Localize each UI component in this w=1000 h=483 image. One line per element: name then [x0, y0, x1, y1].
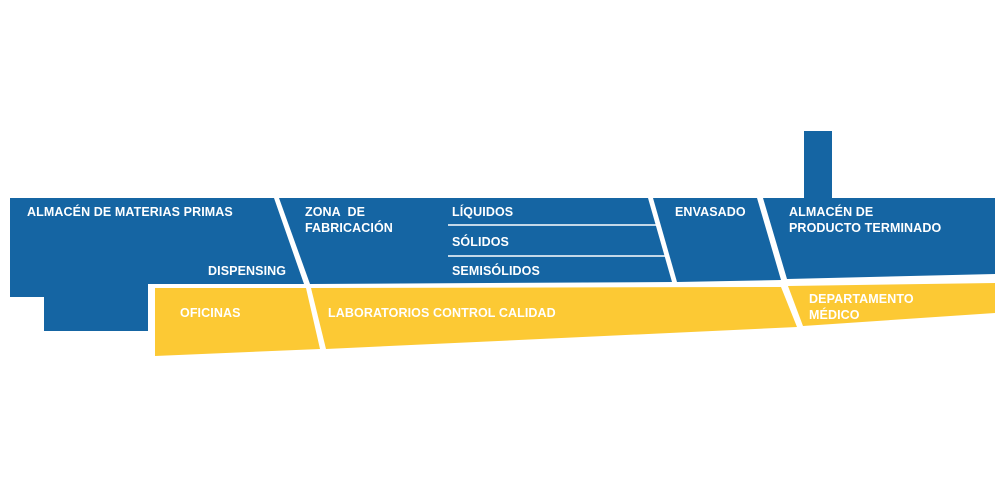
label-semisolidos: SEMISÓLIDOS: [452, 263, 540, 278]
zone-almacen-materias-primas[interactable]: [10, 198, 304, 331]
label-departamento-medico-line2: MÉDICO: [809, 307, 860, 322]
chimney: [804, 131, 832, 198]
label-zona-fabricacion-line2: FABRICACIÓN: [305, 220, 393, 235]
zone-zona-fabricacion[interactable]: [279, 198, 672, 284]
zone-envasado[interactable]: [653, 198, 781, 282]
label-almacen-materias-primas: ALMACÉN DE MATERIAS PRIMAS: [27, 204, 233, 219]
label-dispensing: DISPENSING: [208, 264, 286, 278]
zone-laboratorios-control-calidad[interactable]: [311, 287, 797, 349]
label-solidos: SÓLIDOS: [452, 234, 509, 249]
zone-departamento-medico[interactable]: [788, 283, 995, 326]
label-envasado: ENVASADO: [675, 205, 746, 219]
zone-oficinas[interactable]: [155, 288, 320, 356]
zone-almacen-producto-terminado[interactable]: [763, 198, 995, 279]
label-laboratorios-control-calidad: LABORATORIOS CONTROL CALIDAD: [328, 306, 556, 320]
label-almacen-producto-terminado-line1: ALMACÉN DE: [789, 204, 873, 219]
label-liquidos: LÍQUIDOS: [452, 204, 513, 219]
label-departamento-medico-line1: DEPARTAMENTO: [809, 292, 914, 306]
label-almacen-producto-terminado-line2: PRODUCTO TERMINADO: [789, 221, 941, 235]
label-zona-fabricacion-line1: ZONA DE: [305, 205, 365, 219]
label-oficinas: OFICINAS: [180, 306, 241, 320]
